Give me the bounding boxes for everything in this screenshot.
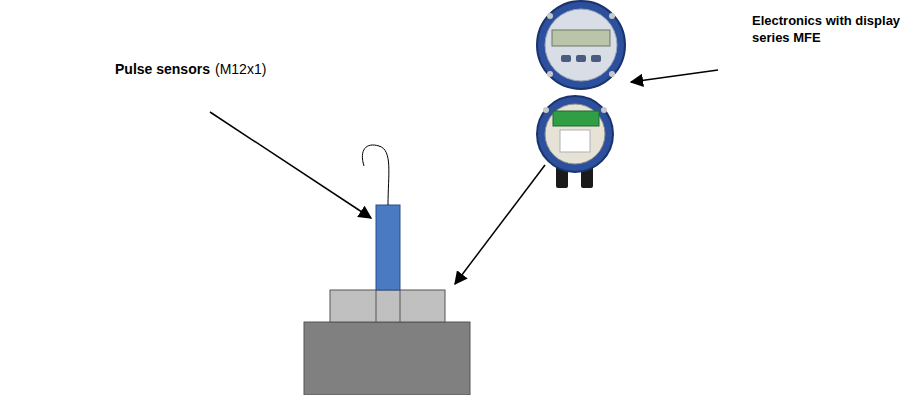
pulse-sensor <box>376 205 400 290</box>
screw <box>601 107 607 113</box>
screw <box>609 71 615 77</box>
screw <box>547 13 553 19</box>
key-button <box>561 55 571 62</box>
sensor-cable <box>362 145 388 205</box>
leader-arrow <box>455 165 545 284</box>
callout-label: Pulse sensors <box>115 61 210 78</box>
screw <box>547 71 553 77</box>
circuit-board <box>545 104 605 164</box>
flange-division <box>376 290 377 322</box>
callout-label: (M12x1) <box>215 61 266 78</box>
flange <box>330 290 445 322</box>
callout-label: Electronics with display series MFE <box>752 12 917 46</box>
display-face <box>545 9 617 81</box>
key-button <box>591 55 601 62</box>
flange-division <box>400 290 401 322</box>
leader-arrow <box>210 112 371 218</box>
lcd-display <box>552 30 610 46</box>
housing-body <box>304 322 470 395</box>
display-housing <box>537 1 625 89</box>
screw <box>609 13 615 19</box>
electronics-housing <box>537 96 613 172</box>
key-button <box>576 55 586 62</box>
terminal-block <box>553 111 599 126</box>
leader-arrow <box>631 70 718 82</box>
insulator-block <box>560 130 590 152</box>
screw <box>543 107 549 113</box>
